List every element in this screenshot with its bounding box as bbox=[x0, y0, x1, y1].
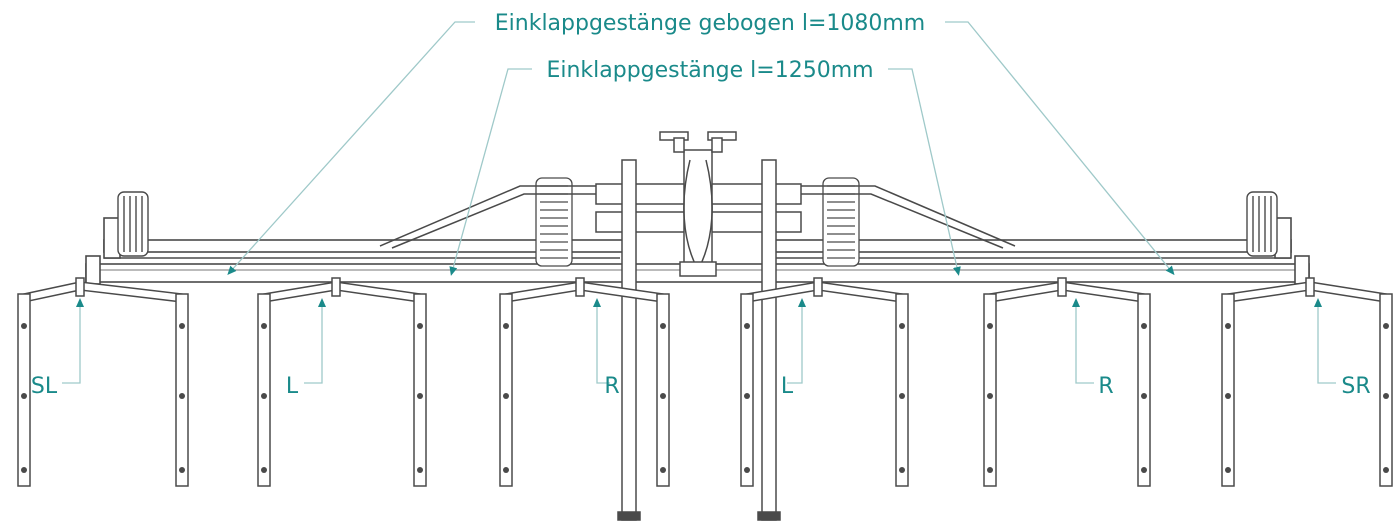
tine-group bbox=[983, 277, 1151, 487]
tine-arms bbox=[17, 277, 1393, 487]
tine bbox=[1379, 293, 1393, 487]
right-center-wheel bbox=[822, 177, 860, 267]
tine-group bbox=[1221, 277, 1393, 487]
tine-group bbox=[17, 277, 189, 487]
tine bbox=[17, 293, 31, 487]
tine-group bbox=[499, 277, 670, 487]
callout-top-rod: Einklappgestänge gebogen l=1080mm bbox=[495, 11, 925, 36]
tine bbox=[656, 293, 670, 487]
label-l-right: L bbox=[781, 374, 794, 399]
tine bbox=[413, 293, 427, 487]
tine-group bbox=[740, 277, 909, 487]
left-center-wheel bbox=[535, 177, 573, 267]
label-l-left: L bbox=[286, 374, 299, 399]
label-r-left: R bbox=[604, 374, 619, 399]
center-hitch bbox=[595, 131, 802, 277]
callout-mid-rod: Einklappgestänge l=1250mm bbox=[546, 58, 873, 83]
tine bbox=[257, 293, 271, 487]
right-end-wheel bbox=[1246, 191, 1278, 257]
tine bbox=[895, 293, 909, 487]
tine bbox=[1221, 293, 1235, 487]
tine-label-leaders bbox=[62, 298, 1336, 384]
tine bbox=[499, 293, 513, 487]
tine bbox=[740, 293, 754, 487]
callout-leaders bbox=[227, 21, 1175, 276]
label-sl: SL bbox=[31, 374, 58, 399]
tine bbox=[175, 293, 189, 487]
tine bbox=[1137, 293, 1151, 487]
diagonal-struts bbox=[379, 185, 1016, 249]
label-r-right: R bbox=[1098, 374, 1113, 399]
tine bbox=[983, 293, 997, 487]
tine-group bbox=[257, 277, 427, 487]
label-sr: SR bbox=[1341, 374, 1370, 399]
center-legs bbox=[617, 159, 781, 521]
left-end-wheel bbox=[117, 191, 149, 257]
